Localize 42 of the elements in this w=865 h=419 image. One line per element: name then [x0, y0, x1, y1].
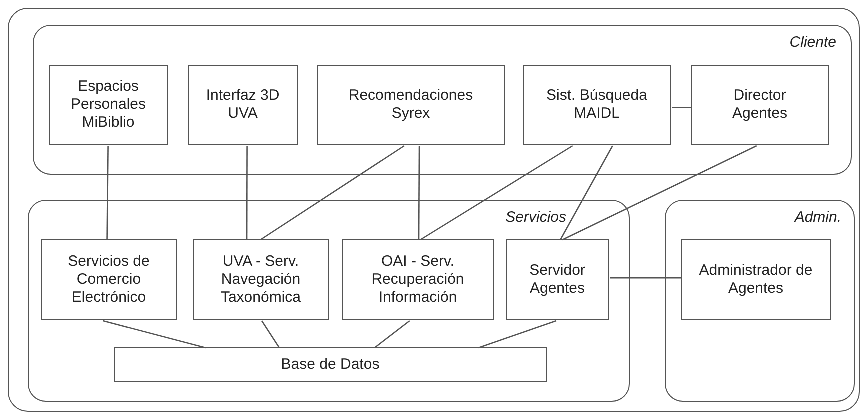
connector-line — [418, 146, 420, 240]
component-box — [188, 65, 298, 145]
component-box — [506, 239, 609, 320]
group-label: Servicios — [506, 208, 566, 226]
group-label: Admin. — [794, 208, 842, 226]
component-box — [193, 239, 329, 320]
component-box — [317, 65, 505, 145]
connector-line — [560, 146, 614, 240]
connector-line — [374, 320, 410, 349]
group-panel — [32, 24, 852, 174]
component-label: Espacios Personales MiBiblio — [70, 78, 148, 132]
connector-line — [420, 145, 574, 241]
component-box — [41, 239, 177, 320]
component-label: Sist. Búsqueda MAIDL — [546, 87, 648, 123]
connector-line — [106, 146, 109, 240]
connector-line — [562, 145, 758, 241]
group-panel — [28, 200, 630, 402]
component-box — [681, 239, 831, 320]
component-box — [114, 347, 547, 382]
component-box — [523, 65, 671, 145]
connector-line — [103, 320, 206, 349]
outer-frame — [8, 8, 860, 412]
component-label: UVA - Serv. Navegación Taxonómica — [220, 252, 302, 306]
connector-line — [672, 106, 692, 108]
component-box — [49, 65, 168, 145]
connector-line — [261, 320, 280, 348]
component-label: Director Agentes — [731, 87, 789, 123]
group-panel — [664, 200, 854, 402]
component-label: Administrador de Agentes — [698, 262, 814, 298]
component-label: Interfaz 3D UVA — [205, 87, 281, 123]
component-label: Recomendaciones Syrex — [348, 87, 474, 123]
component-label: Servidor Agentes — [528, 262, 586, 298]
component-label: Servicios de Comercio Electrónico — [67, 252, 151, 306]
component-box — [342, 239, 494, 320]
connector-line — [610, 277, 682, 279]
component-label: Base de Datos — [281, 356, 380, 374]
connector-line — [260, 145, 405, 241]
component-box — [691, 65, 829, 145]
component-label: OAI - Serv. Recuperación Información — [370, 252, 466, 306]
connector-line — [246, 146, 248, 240]
group-label: Cliente — [790, 34, 836, 50]
connector-line — [478, 320, 557, 349]
